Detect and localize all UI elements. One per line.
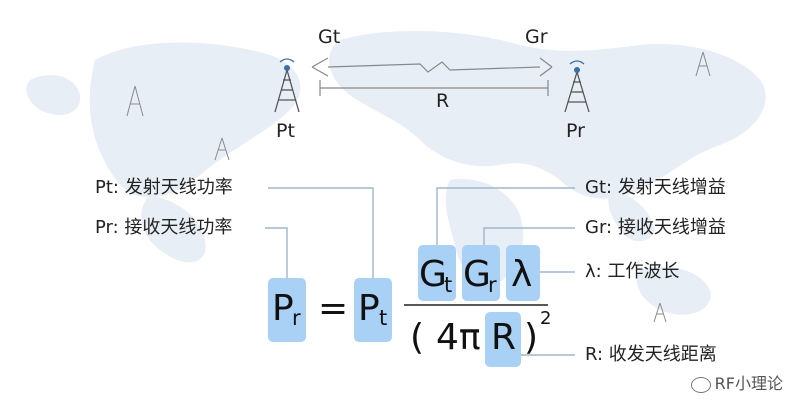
legend-pt: Pt: 发射天线功率 [95,177,233,198]
formula-close-paren: ) [524,317,539,358]
formula-pr-sub: r [292,306,301,330]
pt-highlight-box [354,278,392,342]
formula-pt-p: P [358,288,380,329]
rx-antenna-icon [564,60,590,113]
pr-highlight-box [268,278,306,342]
tx-antenna-icon [274,58,300,113]
legend-gr: Gr: 接收天线增益 [585,217,726,238]
watermark: RF小理论 [690,370,783,394]
formula-equals: = [318,288,349,329]
formula-pr-p: P [272,288,294,329]
watermark-text: RF小理论 [714,374,783,393]
pt-top-label: Pt [276,120,295,142]
formula-open-paren: ( [410,317,425,358]
small-antenna-icon [214,137,230,161]
gr-highlight-box [462,245,500,301]
gr-top-label: Gr [525,26,548,48]
pr-top-label: Pr [566,120,585,142]
formula-exponent: 2 [540,308,552,329]
gt-top-label: Gt [318,26,341,48]
gt-highlight-box [418,245,456,301]
r-top-label: R [436,90,450,112]
formula-gr-g: G [463,254,491,295]
r-highlight-box [485,312,521,367]
formula-gr-sub: r [488,273,497,297]
legend-r: R: 收发天线距离 [585,344,717,365]
formula-gt-g: G [419,254,447,295]
formula-r: R [491,317,517,358]
small-antenna-icon [126,85,144,117]
formula-four-pi: 4π [436,317,481,358]
legend-pr: Pr: 接收天线功率 [95,217,233,238]
small-antenna-icon [695,51,711,77]
wechat-icon [690,376,711,393]
small-antenna-icon [653,302,667,323]
formula-lambda: λ [511,254,533,295]
legend-lambda: λ: 工作波长 [585,261,680,282]
legend-gt: Gt: 发射天线增益 [585,177,726,198]
formula-pt-sub: t [379,306,388,330]
formula-gt-sub: t [444,273,453,297]
lambda-highlight-box [506,245,540,301]
radio-link [311,57,553,96]
